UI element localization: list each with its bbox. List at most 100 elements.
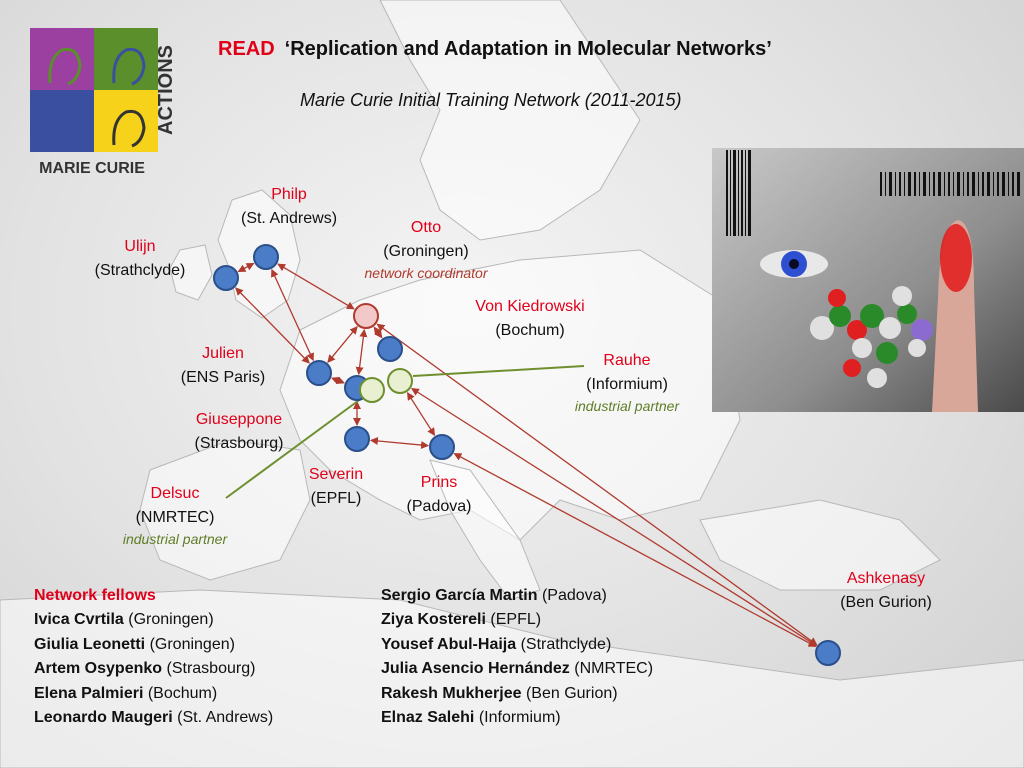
barcode-horizontal: [880, 172, 1020, 196]
partner-label-vonkiedrowski: Von Kiedrowski (Bochum): [475, 295, 584, 343]
fellow-name: Julia Asencio Hernández: [381, 660, 570, 678]
partner-role: industrial partner: [122, 531, 228, 547]
network-nodes: [213, 244, 841, 666]
fellow-site: (Groningen): [149, 635, 235, 653]
fellow-name: Ivica Cvrtila: [34, 611, 124, 629]
partner-institution: (Groningen): [383, 243, 469, 260]
photo-background: [712, 148, 1024, 412]
fellow-site: (Bochum): [147, 684, 218, 702]
partner-name: Ashkenasy: [846, 570, 926, 587]
fellows-list-right: Sergio García Martin (Padova) Ziya Koste…: [381, 584, 653, 730]
partner-name: Philp: [271, 186, 307, 203]
node-prins: [429, 434, 455, 460]
eye: [760, 250, 828, 278]
leader-line-rauhe: [412, 365, 585, 377]
partner-institution: (Padova): [406, 498, 472, 515]
fellow-name: Elena Palmieri: [34, 684, 144, 702]
partner-name: Rauhe: [603, 352, 651, 369]
partner-name: Otto: [410, 219, 442, 236]
partner-institution: (EPFL): [310, 490, 362, 507]
link-philp-julien: [271, 268, 314, 362]
fellow-site: (St. Andrews): [177, 709, 274, 727]
node-otto: [353, 303, 379, 329]
fellow-name: Yousef Abul-Haija: [381, 635, 517, 653]
fellow-site: (Groningen): [128, 611, 214, 629]
link-otto-giuseppone_a: [355, 328, 368, 376]
partner-label-ulijn: Ulijn (Strathclyde): [95, 235, 186, 283]
partner-name: Delsuc: [150, 485, 200, 502]
marie-curie-actions-logo: ACTIONS MARIE CURIE: [30, 28, 177, 176]
partner-institution: (ENS Paris): [180, 369, 266, 386]
node-rauhe: [387, 368, 413, 394]
landmass-scandinavia: [379, 0, 641, 241]
fellow-site: (Informium): [478, 709, 561, 727]
landmass-ireland: [169, 244, 213, 301]
page-subtitle: Marie Curie Initial Training Network (20…: [300, 90, 682, 110]
fellow-item: Sergio García Martin (Padova): [381, 584, 653, 608]
logo-tile-green-2: [30, 90, 94, 152]
fellow-item: Elena Palmieri (Bochum): [34, 682, 273, 706]
logo-tile-green: [94, 28, 158, 90]
partner-name: Severin: [308, 466, 364, 483]
fellow-item: Ziya Kostereli (EPFL): [381, 608, 653, 632]
fellow-item: Elnaz Salehi (Informium): [381, 706, 653, 730]
node-ashkenasy: [815, 640, 841, 666]
fellow-site: (NMRTEC): [574, 660, 654, 678]
partner-label-rauhe: Rauhe (Informium) industrial partner: [575, 349, 679, 415]
node-ulijn: [213, 265, 239, 291]
fellow-item: Yousef Abul-Haija (Strathclyde): [381, 633, 653, 657]
title-text: ‘Replication and Adaptation in Molecular…: [284, 38, 772, 60]
molecule-fingerprint-photo: [712, 148, 1024, 412]
fingerprint-red: [940, 224, 972, 292]
page-title: READ‘Replication and Adaptation in Molec…: [218, 38, 772, 61]
logo-tile-yellow: [94, 90, 158, 152]
node-severin: [344, 426, 370, 452]
fellow-name: Leonardo Maugeri: [34, 709, 173, 727]
logo-tile-purple: [30, 28, 94, 90]
fellows-heading: Network fellows: [34, 587, 156, 604]
partner-label-delsuc: Delsuc (NMRTEC) industrial partner: [123, 482, 227, 548]
link-prins-ashkenasy: [453, 453, 817, 647]
partner-institution: (NMRTEC): [135, 509, 215, 526]
partner-label-prins: Prins (Padova): [407, 471, 472, 519]
partner-name: Von Kiedrowski: [475, 298, 585, 315]
logo-marie-curie-text: MARIE CURIE: [39, 160, 145, 176]
partner-role: industrial partner: [574, 398, 680, 414]
link-otto-julien: [327, 326, 358, 363]
link-ulijn-philp: [237, 262, 255, 273]
fellow-item: Julia Asencio Hernández (NMRTEC): [381, 657, 653, 681]
fellow-site: (Strathclyde): [520, 635, 612, 653]
partner-label-severin: Severin (EPFL): [309, 463, 363, 511]
fellow-site: (Padova): [541, 587, 607, 604]
partner-institution: (Ben Gurion): [840, 594, 932, 611]
fellow-site: (Strasbourg): [166, 660, 256, 678]
partner-institution: (Informium): [586, 376, 668, 393]
fellows-list-left: Network fellows Ivica Cvrtila (Groningen…: [34, 584, 273, 730]
fellow-name: Sergio García Martin: [381, 587, 538, 604]
partner-name: Julien: [202, 345, 244, 362]
molecule-model: [810, 286, 933, 388]
fellow-name: Giulia Leonetti: [34, 635, 146, 653]
partner-label-ashkenasy: Ashkenasy (Ben Gurion): [840, 567, 932, 615]
network-links: [225, 262, 818, 647]
partner-institution: (Strasbourg): [194, 435, 284, 452]
fellow-name: Artem Osypenko: [34, 660, 163, 678]
fellow-name: Elnaz Salehi: [381, 709, 475, 727]
link-julien-giuseppone_a: [331, 376, 345, 385]
partner-label-giuseppone: Giuseppone (Strasbourg): [195, 408, 284, 456]
fellow-item: Giulia Leonetti (Groningen): [34, 633, 273, 657]
fellow-name: Ziya Kostereli: [381, 611, 486, 629]
partner-label-otto: Otto (Groningen) network coordinator: [365, 216, 488, 282]
node-giuseppone: [359, 377, 385, 403]
fellow-item: Ivica Cvrtila (Groningen): [34, 608, 273, 632]
partner-role: network coordinator: [364, 265, 488, 281]
node-julien: [306, 360, 332, 386]
barcode-vertical: [726, 150, 751, 236]
landmass-iberia: [139, 439, 311, 581]
partner-institution: (St. Andrews): [240, 210, 338, 227]
partner-institution: (Bochum): [495, 322, 565, 339]
landmass-north-africa: [0, 589, 1024, 768]
logo-portraits: [48, 47, 146, 148]
